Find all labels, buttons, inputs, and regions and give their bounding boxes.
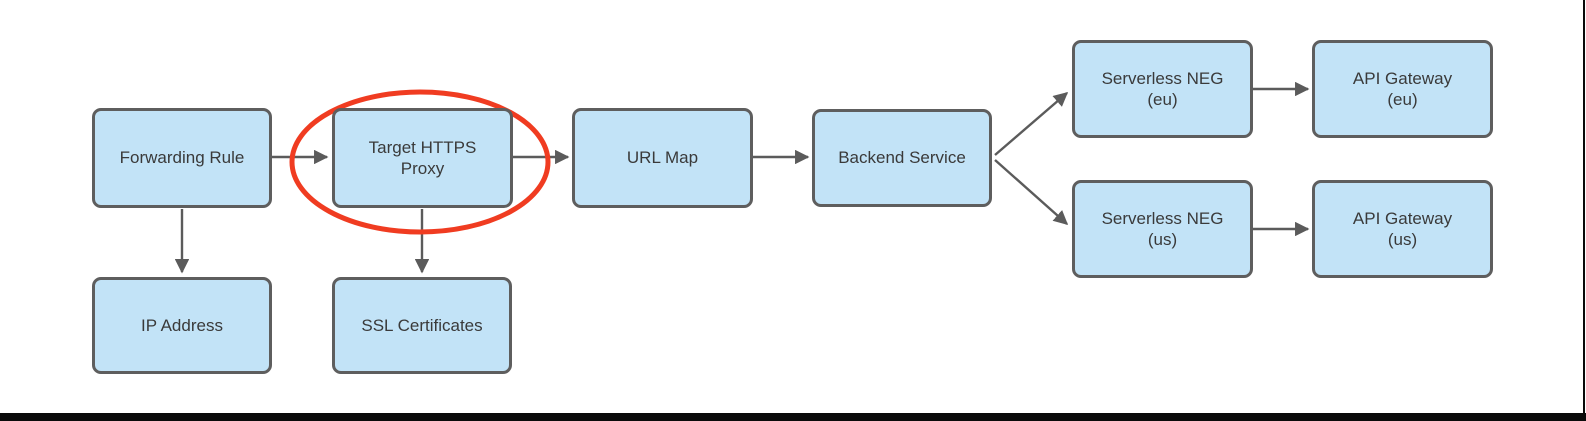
node-label: IP Address [141,315,223,335]
node-label: Forwarding Rule [119,148,245,168]
node-label: URL Map [626,148,699,168]
node-label: API Gateway (eu) [1352,68,1453,109]
node-label: API Gateway (us) [1352,208,1453,249]
node-serverless-neg-eu: Serverless NEG (eu) [1072,40,1253,138]
edge-backend-service-to-serverless-neg-us [994,159,1069,225]
node-forwarding-rule: Forwarding Rule [92,108,272,208]
node-api-gateway-us: API Gateway (us) [1312,180,1493,278]
node-backend-service: Backend Service [812,109,992,207]
edge-backend-service-to-serverless-neg-eu [994,92,1069,156]
node-api-gateway-eu: API Gateway (eu) [1312,40,1493,138]
bottom-bar [0,413,1586,421]
node-url-map: URL Map [572,108,753,208]
node-label: Target HTTPS Proxy [368,137,477,178]
node-label: Serverless NEG (us) [1101,208,1224,249]
node-serverless-neg-us: Serverless NEG (us) [1072,180,1253,278]
node-ip-address: IP Address [92,277,272,374]
node-label: SSL Certificates [361,315,483,335]
right-edge-line [1583,0,1585,415]
node-label: Backend Service [838,148,966,168]
node-ssl-certificates: SSL Certificates [332,277,512,374]
node-label: Serverless NEG (eu) [1101,68,1224,109]
node-target-https-proxy: Target HTTPS Proxy [332,108,513,208]
